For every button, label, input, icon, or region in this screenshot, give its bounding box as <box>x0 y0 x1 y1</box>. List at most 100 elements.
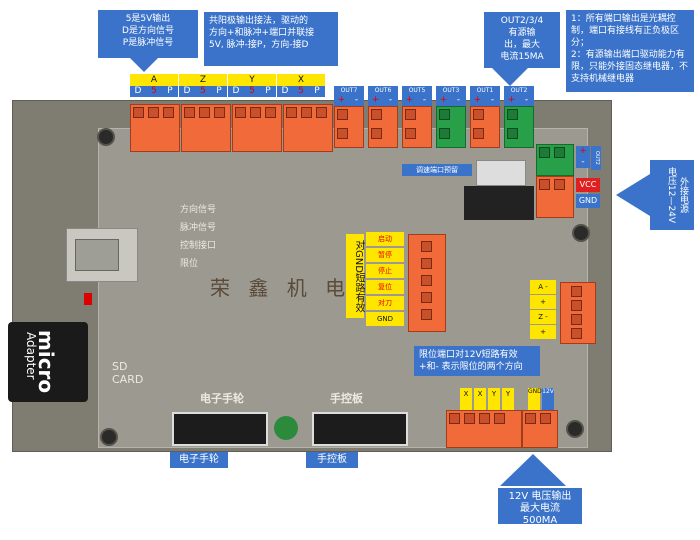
led-indicator <box>84 293 92 305</box>
out2-label: OUT2 <box>504 86 534 95</box>
pin-p: P <box>265 86 271 96</box>
manual-wheel-header <box>172 412 268 446</box>
manual-wheel-tag: 电子手轮 <box>170 452 228 468</box>
callout-line: 最大电流500MA <box>520 503 560 526</box>
notes-callout: 1：所有端口输出是光耦控 制，端口有接线有正负极区 分； 2：有源输出端口驱动能… <box>566 10 694 92</box>
terminal-block <box>130 104 180 152</box>
sd-card-label: SD CARD <box>112 360 144 386</box>
power-terminal <box>536 176 574 218</box>
limit-x1: X <box>460 388 472 410</box>
out5-label: OUT5 <box>402 86 432 95</box>
pin-minus: - <box>422 95 427 105</box>
callout-line: 2：有源输出端口驱动能力有 <box>571 50 685 60</box>
pin-plus: + <box>576 146 590 157</box>
silk-pad: 手控板 <box>330 392 363 405</box>
ext-power-callout: 外接电源 电压12—24V <box>650 160 694 230</box>
pin-5: 5 <box>298 86 304 96</box>
power-out-terminal <box>522 410 558 448</box>
silk-pulse: 脉冲信号 <box>180 223 217 233</box>
output-ports: OUT7 +- OUT6 +- OUT5 +- OUT3 +- OUT1 +- … <box>334 86 534 148</box>
hand-pad-header <box>312 412 408 446</box>
pin-plus: + <box>405 95 414 105</box>
silk-direction: 方向信号 <box>180 205 217 215</box>
hand-pad-tag: 手控板 <box>306 452 358 468</box>
out1: OUT1 +- <box>470 86 500 148</box>
pin-plus: + <box>473 95 482 105</box>
sd-card: micro Adapter <box>8 322 88 402</box>
bottom-12v: 12V <box>542 388 554 410</box>
common-anode-callout: 共阳极输出接法，驱动的 方向+和脉冲+端口并联接 5V, 脉冲-接P，方向-接D <box>204 12 338 66</box>
limit-labels: A - + Z - + <box>530 280 556 339</box>
silk-limit: 限位 <box>180 259 199 269</box>
pin-5: 5 <box>200 86 206 96</box>
terminal-block <box>181 104 231 152</box>
callout-line: 5V, 脉冲-接P，方向-接D <box>209 40 309 50</box>
input-reset-label: 复位 <box>366 280 404 294</box>
limit-xy-terminal <box>446 410 522 448</box>
callout-line: 电压12—24V <box>666 166 676 224</box>
out7: OUT7 +- <box>334 86 364 148</box>
pin-p: P <box>314 86 320 96</box>
axis-z: Z D 5 P <box>179 74 227 97</box>
pin-p: P <box>216 86 222 96</box>
output-12v-arrow <box>500 454 566 486</box>
pin-minus: - <box>576 157 590 168</box>
side-out2-pins: + - <box>576 146 590 170</box>
pin-plus: + <box>371 95 380 105</box>
pin-minus: - <box>354 95 359 105</box>
axis-x-label: X <box>277 74 325 86</box>
callout-line: 有源输 <box>508 28 536 38</box>
limit-callout: 限位端口对12V短路有效 +和- 表示限位的两个方向 <box>414 346 540 376</box>
pin-p: P <box>167 86 173 96</box>
pin-d: D <box>134 86 142 96</box>
callout-line: 出，最大 <box>503 40 540 50</box>
ext-power-arrow <box>616 174 650 216</box>
sd-card-sub: Adapter <box>24 332 38 380</box>
callout-line: 限位端口对12V短路有效 <box>419 350 518 360</box>
limit-z-minus: Z - <box>530 310 556 324</box>
out7-label: OUT7 <box>334 86 364 95</box>
watermark: 荣 鑫 机 电 <box>210 276 352 300</box>
callout-line: 电流15MA <box>500 52 544 62</box>
usb-port <box>66 228 138 282</box>
axis-y-label: Y <box>228 74 276 86</box>
control-input-terminal <box>408 234 446 332</box>
out2: OUT2 +- <box>504 86 534 148</box>
callout-line: 支持机械继电器 <box>571 74 635 84</box>
signal-callout: 5是5V输出 D是方向信号 P是脉冲信号 <box>98 10 198 58</box>
terminal-block <box>232 104 282 152</box>
limit-x2: X <box>474 388 486 410</box>
callout-line: 5是5V输出 <box>125 14 171 24</box>
pin-minus: - <box>524 95 529 105</box>
speed-port-label: 调速端口预留 <box>402 164 472 176</box>
silk-manual: 电子手轮 <box>200 392 244 405</box>
mount-hole <box>97 128 115 146</box>
axis-a: A D 5 P <box>130 74 178 97</box>
limit-z-plus: + <box>530 325 556 339</box>
gnd-label: GND <box>576 194 600 208</box>
vcc-label: VCC <box>576 178 600 192</box>
relay-module <box>464 186 534 220</box>
pin-plus: + <box>439 95 448 105</box>
axis-y: Y D 5 P <box>228 74 276 97</box>
silk-control: 控制接口 <box>180 241 217 251</box>
pin-plus: + <box>337 95 346 105</box>
callout-line: 分； <box>571 38 590 48</box>
callout-line: 方向+和脉冲+端口并联接 <box>209 28 315 38</box>
pin-minus: - <box>388 95 393 105</box>
side-out2-label: OUT2 <box>591 146 601 170</box>
out2-terminal <box>536 144 574 176</box>
input-stop-label: 停止 <box>366 264 404 278</box>
pin-minus: - <box>490 95 495 105</box>
axis-terminal-strip <box>130 104 333 152</box>
limit-y2: Y <box>502 388 514 410</box>
mount-hole <box>566 420 584 438</box>
pin-d: D <box>281 86 289 96</box>
callout-line: 共阳极输出接法，驱动的 <box>209 16 309 26</box>
pin-5: 5 <box>151 86 157 96</box>
bottom-gnd: GND <box>528 388 542 410</box>
pin-plus: + <box>507 95 516 105</box>
out-source-callout: OUT2/3/4 有源输 出，最大 电流15MA <box>484 12 560 68</box>
mount-hole <box>572 224 590 242</box>
signal-callout-arrow <box>130 58 158 72</box>
